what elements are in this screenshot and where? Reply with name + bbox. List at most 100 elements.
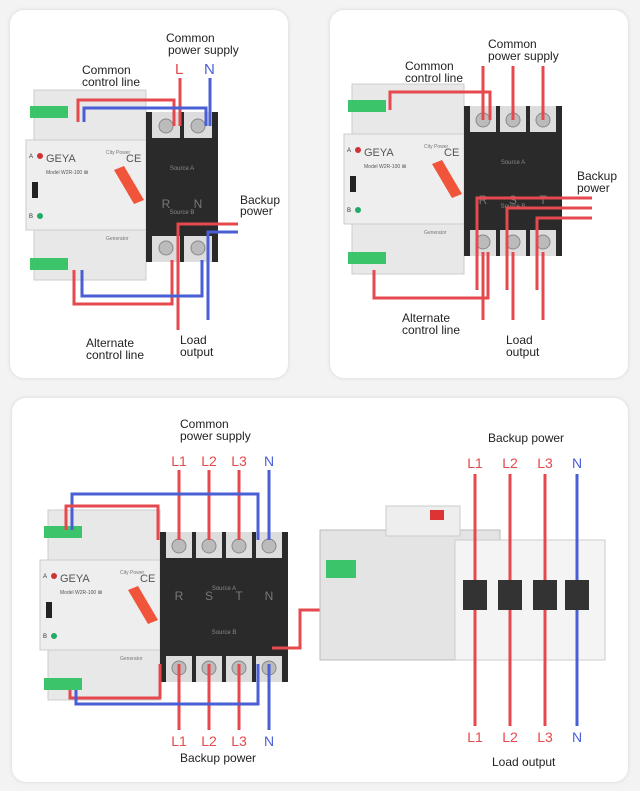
p4-terminal xyxy=(498,580,522,610)
p1-device-bottom-screw xyxy=(190,240,206,256)
p2-device-mode-switch xyxy=(350,176,356,192)
p1-device-indicator-b: B xyxy=(29,214,33,220)
p2-device-led-b xyxy=(355,207,361,213)
p1-alt-live xyxy=(72,260,174,306)
diagram-shapes: GEYA CE Model W2R-100 ⅡⅡ City PowerGenerato… xyxy=(25,66,606,749)
p1-backup-neutral xyxy=(206,230,238,320)
p1-backup-power-2: power xyxy=(240,204,273,218)
p2-common-control-line-2: control line xyxy=(405,71,463,85)
p4-top-phase-label: L2 xyxy=(502,455,518,471)
p4-bottom-phase-label: L1 xyxy=(467,729,483,745)
p4-load-output: Load output xyxy=(492,755,556,769)
p3-device-connector-b xyxy=(44,678,82,690)
p1-terminal-letter: R xyxy=(162,197,171,211)
p1-control-neutral xyxy=(82,106,208,126)
p3-top-phase-label: L2 xyxy=(201,453,217,469)
p3-control-neutral xyxy=(70,492,260,540)
p1-device-top-screw xyxy=(190,118,206,134)
p1-device-ce: CE xyxy=(126,153,141,165)
p1-device-led-b xyxy=(37,213,43,219)
p2-common-power-supply-1: Common xyxy=(488,37,537,51)
p1-common-control-line-1: Common xyxy=(82,63,131,77)
panel1-labels: Common power supply L N Common control l… xyxy=(82,31,280,362)
p3-bottom-phase-label: N xyxy=(264,733,274,749)
p1-device-mode-switch xyxy=(32,182,38,198)
p1-device-source-b: Source B xyxy=(170,210,195,216)
p2-load-output-2: output xyxy=(506,345,540,359)
p4-backup-power: Backup power xyxy=(488,431,564,445)
p4-device-handle xyxy=(430,510,444,520)
p3-device-model: Model W2R-100 ⅡⅡ xyxy=(60,590,102,596)
p3-device-top-screw xyxy=(171,538,187,554)
p2-common-power-supply-2: power supply xyxy=(488,49,559,63)
p2-load-output-1: Load xyxy=(506,333,533,347)
p2-device-handle xyxy=(432,160,462,198)
p2-device-source-a: Source A xyxy=(501,160,525,166)
p2-backup-wire xyxy=(535,216,592,290)
p2-alt-live xyxy=(372,252,490,300)
p1-device-handle xyxy=(114,166,144,204)
p3-control-live xyxy=(64,504,160,540)
p1-load-output-2: output xyxy=(180,345,214,359)
p3-device-generator: Generator xyxy=(120,656,143,662)
p3-terminal-letter: T xyxy=(235,589,243,603)
p2-terminal-letter: T xyxy=(539,193,547,207)
p3-device-city-power: City Power xyxy=(120,570,145,576)
p1-control-live xyxy=(76,98,176,126)
p3-device-top-screw xyxy=(201,538,217,554)
p1-phase-l: L xyxy=(175,61,183,78)
p3-top-phase-label: N xyxy=(264,453,274,469)
p2-backup-power-1: Backup xyxy=(577,169,617,183)
p2-device-connector-a xyxy=(348,100,386,112)
p2-device-indicator-a: A xyxy=(347,148,351,154)
p1-alternate-control-line-2: control line xyxy=(86,348,144,362)
p1-backup-power-1: Backup xyxy=(240,193,280,207)
p2-device-city-power: City Power xyxy=(424,144,449,150)
p3-device-led-b xyxy=(51,633,57,639)
p1-terminal-letter: N xyxy=(194,197,203,211)
p3-device-source-a: Source A xyxy=(212,586,236,592)
p3-device-top-screw xyxy=(261,538,277,554)
p4-terminal xyxy=(463,580,487,610)
p4-bottom-phase-label: N xyxy=(572,729,582,745)
p1-common-power-supply-1: Common xyxy=(166,31,215,45)
p3-top-phase-label: L1 xyxy=(171,453,187,469)
p4-terminal xyxy=(565,580,589,610)
p3-device-mode-switch xyxy=(46,602,52,618)
p4-connector xyxy=(326,560,356,578)
panel3-labels: Common power supply Backup power Backup … xyxy=(180,417,564,769)
p3-top-phase-label: L3 xyxy=(231,453,247,469)
p2-terminal-letter: S xyxy=(509,193,517,207)
p2-device-lower-body xyxy=(351,223,465,275)
p3-device-indicator-a: A xyxy=(43,574,47,580)
p3-device-lower-body xyxy=(47,649,161,701)
p1-device-brand: GEYA xyxy=(46,153,76,165)
p1-alternate-control-line-1: Alternate xyxy=(86,336,134,350)
p3-terminal-letter: R xyxy=(175,589,184,603)
p4-bottom-phase-label: L3 xyxy=(537,729,553,745)
p3-device-brand: GEYA xyxy=(60,573,90,585)
p2-device-brand: GEYA xyxy=(364,147,394,159)
p1-device-connector-a xyxy=(30,106,68,118)
p2-backup-power-2: power xyxy=(577,181,610,195)
p1-device-top-screw xyxy=(158,118,174,134)
p1-device-source-a: Source A xyxy=(170,166,194,172)
p2-device-connector-b xyxy=(348,252,386,264)
p2-device-led-a xyxy=(355,147,361,153)
p3-common-power-supply-1: Common xyxy=(180,417,229,431)
p1-device-lower-body xyxy=(33,229,147,281)
p4-device-top xyxy=(385,505,461,537)
p3-device-led-a xyxy=(51,573,57,579)
p2-device-indicator-b: B xyxy=(347,208,351,214)
p1-device-connector-b xyxy=(30,258,68,270)
p3-device-connector-a xyxy=(44,526,82,538)
p2-alternate-control-line-1: Alternate xyxy=(402,311,450,325)
p4-terminal xyxy=(533,580,557,610)
p4-bottom-phase-label: L2 xyxy=(502,729,518,745)
p3-common-power-supply-2: power supply xyxy=(180,429,251,443)
p1-common-control-line-2: control line xyxy=(82,75,140,89)
p3-bottom-phase-label: L3 xyxy=(231,733,247,749)
p3-device-indicator-b: B xyxy=(43,634,47,640)
p1-load-output-1: Load xyxy=(180,333,207,347)
